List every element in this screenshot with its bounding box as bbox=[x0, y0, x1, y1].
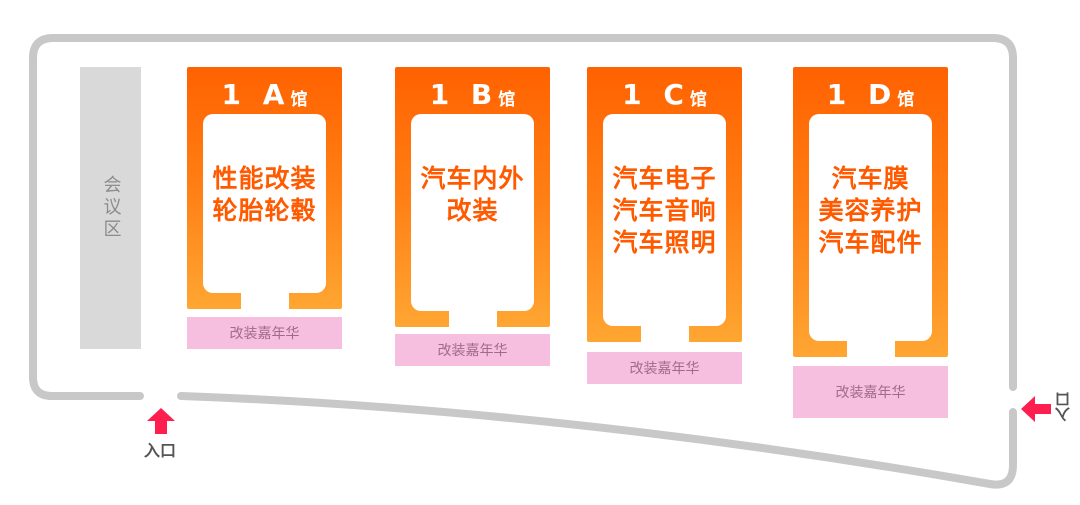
carnival-label: 改装嘉年华 bbox=[835, 385, 906, 401]
hall-code: 1 C bbox=[622, 77, 690, 111]
carnival-zone-1d[interactable]: 改装嘉年华 bbox=[793, 366, 948, 418]
hall-categories: 性能改装 轮胎轮毂 bbox=[187, 163, 342, 227]
hall-interior bbox=[411, 114, 534, 311]
hall-suffix: 馆 bbox=[290, 89, 308, 110]
carnival-label: 改装嘉年华 bbox=[629, 361, 700, 377]
hall-category: 汽车膜 bbox=[831, 164, 910, 193]
carnival-label: 改装嘉年华 bbox=[229, 326, 300, 342]
hall-category: 美容养护 bbox=[818, 196, 923, 225]
hall-title: 1 D 馆 bbox=[793, 73, 948, 115]
hall-doorway bbox=[449, 310, 497, 327]
meeting-area-label: 会议区 bbox=[100, 175, 122, 241]
hall-doorway bbox=[847, 340, 895, 357]
hall-category: 轮胎轮毂 bbox=[212, 196, 317, 225]
hall-code: 1 B bbox=[429, 77, 499, 111]
hall-suffix: 馆 bbox=[498, 89, 516, 110]
arrow-up-icon bbox=[147, 408, 175, 434]
hall-doorway bbox=[241, 292, 289, 309]
hall-category: 改装 bbox=[446, 196, 499, 225]
hall-category: 性能改装 bbox=[212, 164, 317, 193]
carnival-zone-1b[interactable]: 改装嘉年华 bbox=[395, 334, 550, 366]
hall-1c[interactable]: 1 C 馆 汽车电子 汽车音响 汽车照明 bbox=[587, 67, 742, 342]
hall-suffix: 馆 bbox=[689, 89, 707, 110]
hall-title: 1 A 馆 bbox=[187, 73, 342, 115]
hall-category: 汽车照明 bbox=[612, 228, 717, 257]
hall-title: 1 B 馆 bbox=[395, 73, 550, 115]
entrance-label-bottom: 入口 bbox=[144, 441, 177, 460]
carnival-zone-1c[interactable]: 改装嘉年华 bbox=[587, 352, 742, 384]
hall-code: 1 D bbox=[826, 77, 898, 111]
hall-suffix: 馆 bbox=[897, 89, 915, 110]
hall-category: 汽车音响 bbox=[612, 196, 717, 225]
hall-category: 汽车内外 bbox=[420, 164, 525, 193]
hall-interior bbox=[809, 114, 932, 341]
entrance-label-right: 入口 bbox=[1054, 392, 1072, 422]
carnival-zone-1a[interactable]: 改装嘉年华 bbox=[187, 317, 342, 349]
hall-categories: 汽车电子 汽车音响 汽车照明 bbox=[587, 163, 742, 259]
hall-title: 1 C 馆 bbox=[587, 73, 742, 115]
hall-1a[interactable]: 1 A 馆 性能改装 轮胎轮毂 bbox=[187, 67, 342, 309]
hall-interior bbox=[603, 114, 726, 326]
arrow-left-icon bbox=[1021, 396, 1051, 422]
hall-interior bbox=[203, 114, 326, 293]
hall-category: 汽车配件 bbox=[818, 228, 923, 257]
building-outline bbox=[29, 34, 1017, 489]
hall-1d[interactable]: 1 D 馆 汽车膜 美容养护 汽车配件 bbox=[793, 67, 948, 357]
hall-doorway bbox=[641, 325, 689, 342]
meeting-area: 会议区 bbox=[80, 67, 141, 349]
hall-1b[interactable]: 1 B 馆 汽车内外 改装 bbox=[395, 67, 550, 327]
hall-category: 汽车电子 bbox=[612, 164, 717, 193]
hall-code: 1 A bbox=[221, 77, 291, 111]
hall-categories: 汽车膜 美容养护 汽车配件 bbox=[793, 163, 948, 259]
hall-categories: 汽车内外 改装 bbox=[395, 163, 550, 227]
carnival-label: 改装嘉年华 bbox=[437, 343, 508, 359]
